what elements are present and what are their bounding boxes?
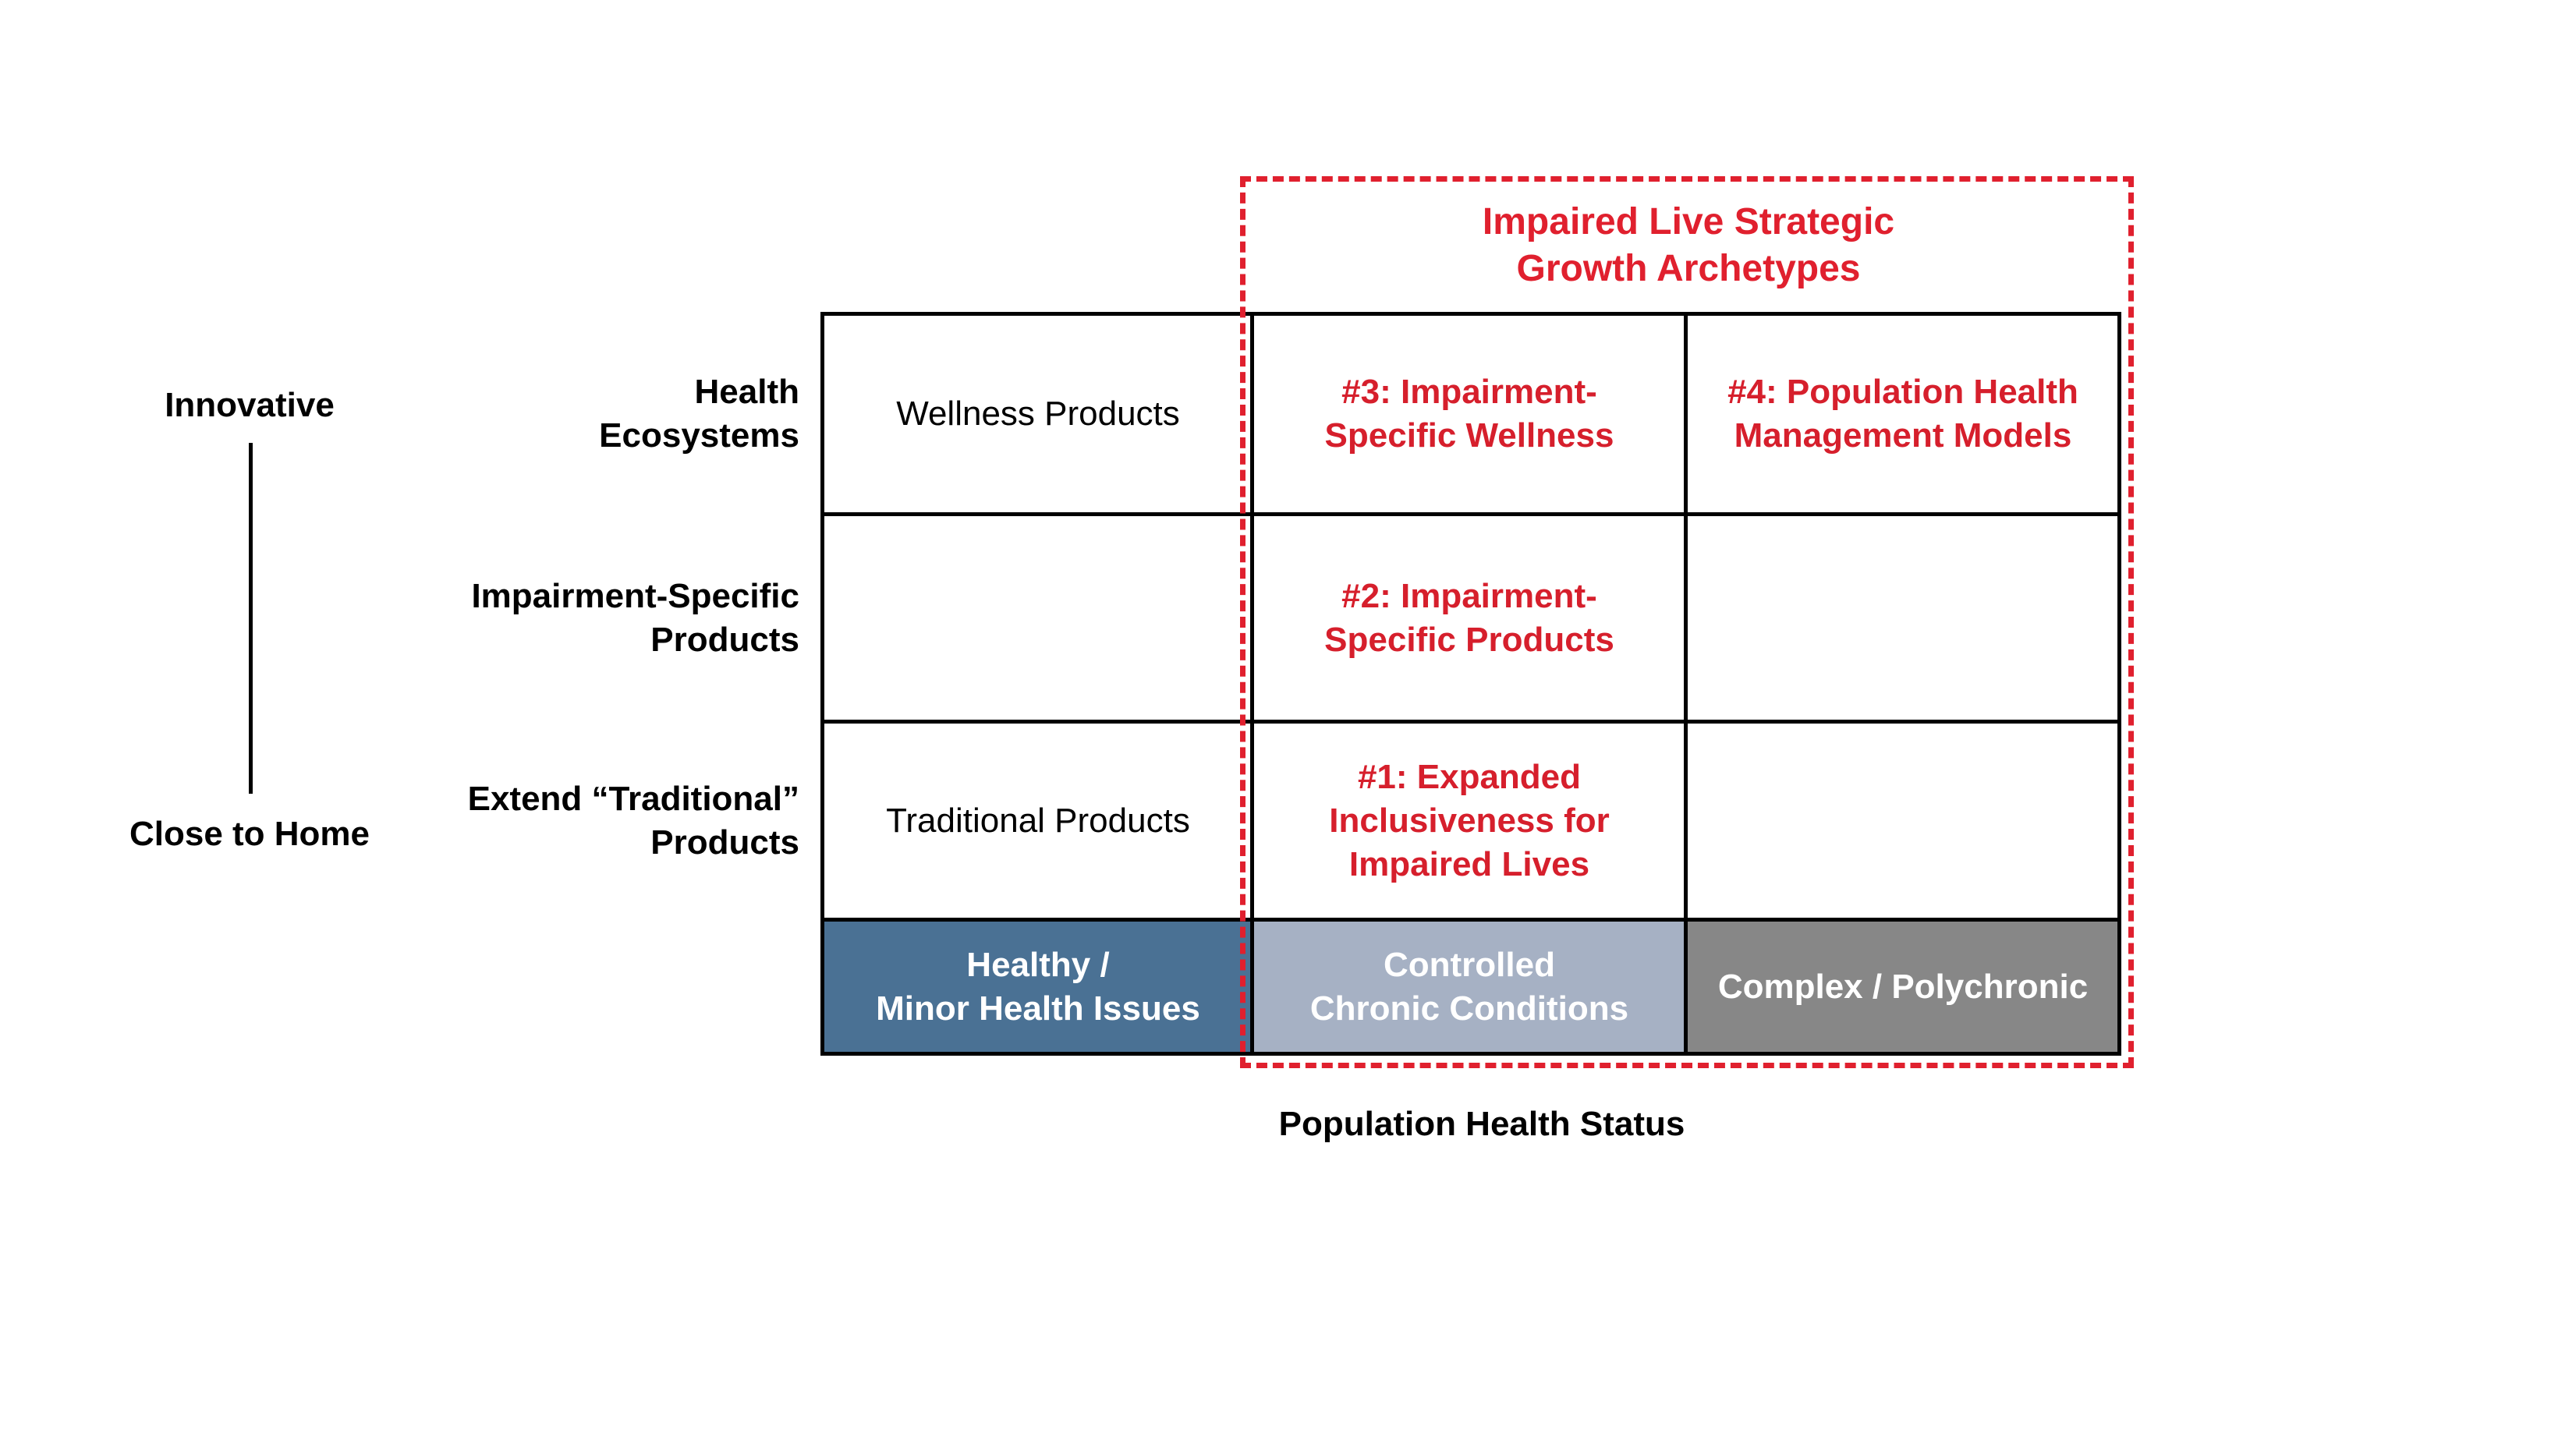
axis-bottom-label: Close to Home (129, 815, 370, 853)
grid-line-col-1 (1250, 312, 1254, 1056)
grid-border-top (820, 312, 2121, 316)
row-label-impairment-specific-products: Impairment-Specific Products (471, 577, 799, 659)
grid-line-row-3 (820, 918, 2121, 922)
cell-wellness-products: Wellness Products (896, 395, 1180, 433)
cell-empty-r2c1 (824, 515, 1253, 722)
cell-traditional-products: Traditional Products (886, 802, 1190, 840)
cell-archetype-4: #4: Population Health Management Models (1727, 373, 2078, 455)
axis-top-label: Innovative (165, 386, 335, 424)
grid-border-left (820, 312, 824, 1056)
archetypes-title: Impaired Live Strategic Growth Archetype… (1482, 201, 1895, 289)
row-label-health-ecosystems: Health Ecosystems (599, 373, 799, 455)
grid-border-right (2117, 312, 2121, 1056)
status-controlled-chronic: Controlled Chronic Conditions (1253, 920, 1686, 1054)
status-healthy-minor: Healthy / Minor Health Issues (824, 920, 1253, 1054)
archetypes-highlight-box (1240, 176, 2134, 1068)
status-complex-polychronic: Complex / Polychronic (1686, 920, 2120, 1054)
grid-line-col-2 (1684, 312, 1688, 1056)
grid-line-row-1 (820, 512, 2121, 516)
cell-archetype-2: #2: Impairment- Specific Products (1324, 577, 1614, 659)
grid-border-bottom (820, 1052, 2121, 1056)
row-label-extend-traditional-products: Extend “Traditional” Products (467, 780, 799, 862)
grid-line-row-2 (820, 720, 2121, 724)
x-axis-title: Population Health Status (1278, 1105, 1685, 1143)
cell-archetype-1: #1: Expanded Inclusiveness for Impaired … (1329, 758, 1610, 883)
cell-archetype-3: #3: Impairment- Specific Wellness (1324, 373, 1614, 455)
vertical-axis-line (249, 443, 253, 794)
